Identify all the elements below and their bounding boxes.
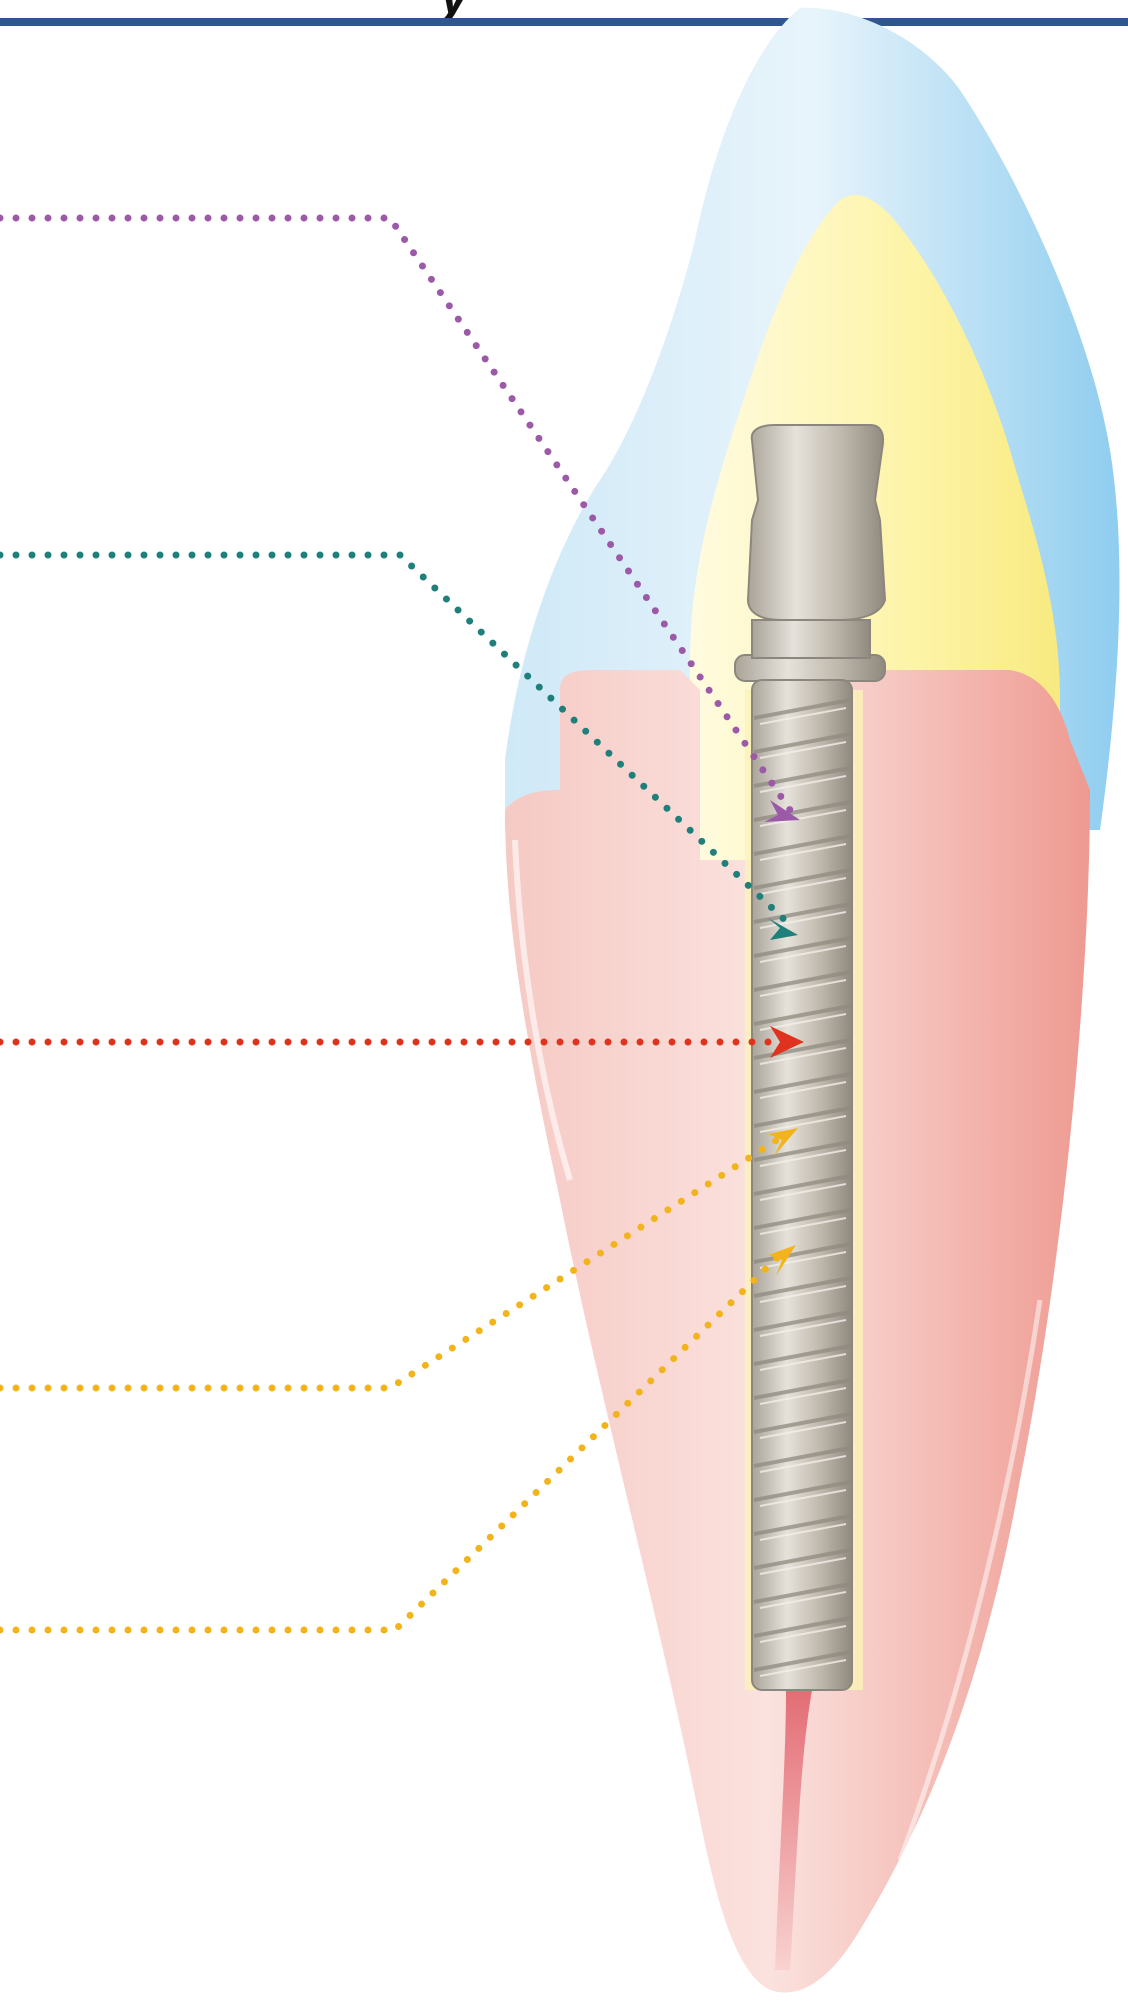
post-head (748, 425, 885, 620)
post-neck (752, 620, 870, 658)
